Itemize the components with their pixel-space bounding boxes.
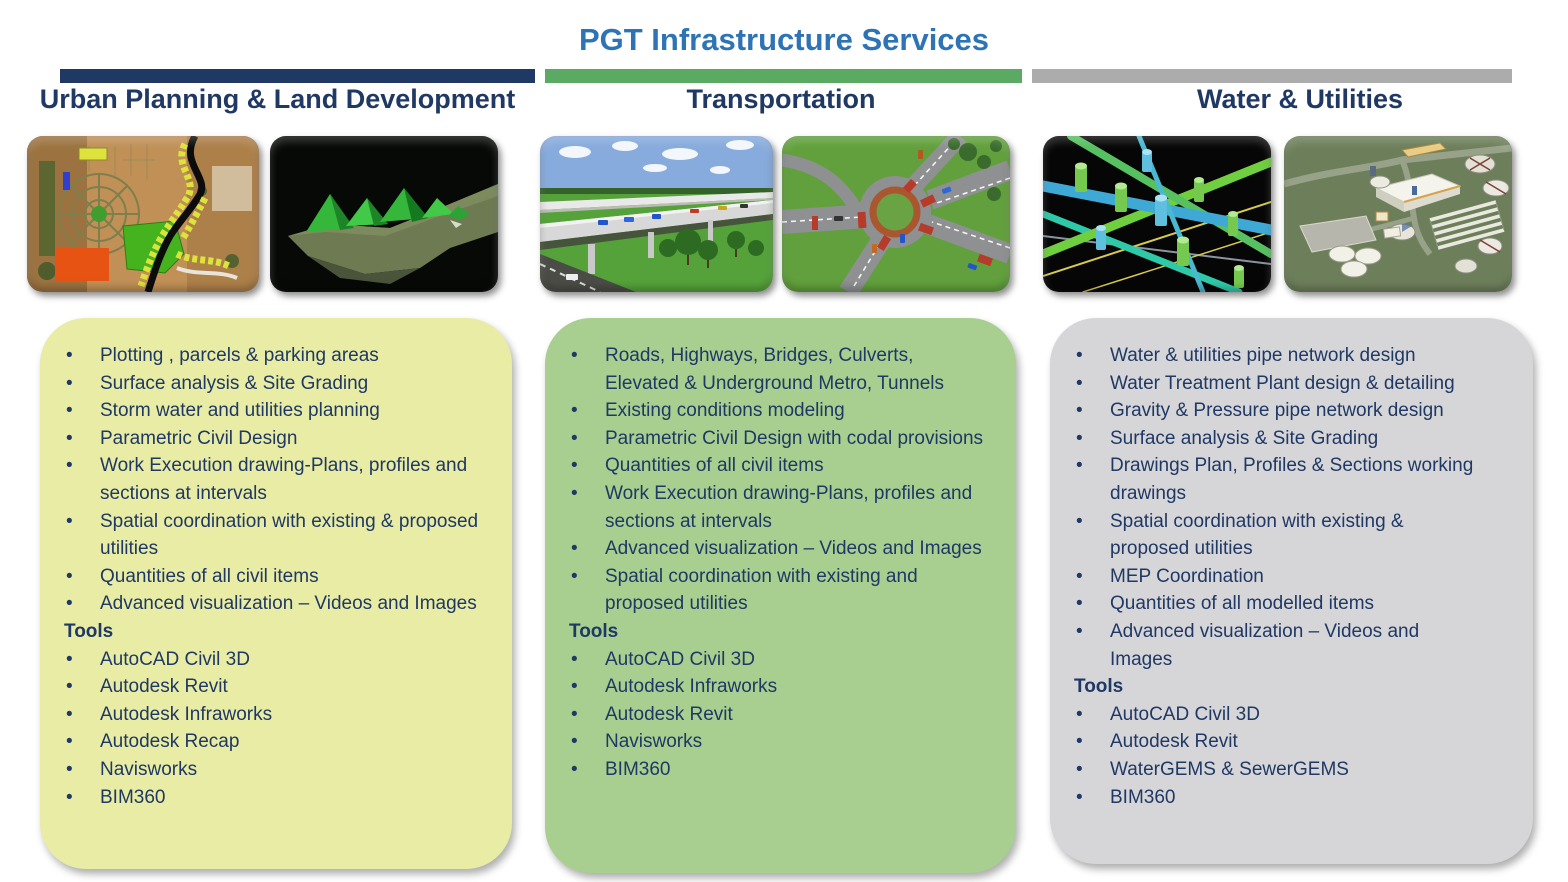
service-item: Water Treatment Plant design & detailing (1050, 370, 1474, 398)
service-item: Spatial coordination with existing & pro… (1050, 508, 1474, 563)
pipe-network-3d-image (1043, 136, 1271, 292)
service-item: Roads, Highways, Bridges, Culverts, Elev… (545, 342, 985, 397)
service-item: Quantities of all modelled items (1050, 590, 1474, 618)
transportation-tools-heading: Tools (569, 620, 619, 642)
urban-services-list: Plotting , parcels & parking areasSurfac… (40, 342, 480, 618)
roundabout-aerial-image (782, 136, 1010, 292)
tool-item: AutoCAD Civil 3D (40, 646, 480, 674)
terrain-model-3d-image (270, 136, 498, 292)
tool-item: Autodesk Revit (1050, 728, 1474, 756)
water-tools-list: AutoCAD Civil 3DAutodesk RevitWaterGEMS … (1050, 701, 1474, 811)
tool-item: Navisworks (40, 756, 480, 784)
transportation-accent-bar (545, 69, 1022, 83)
service-item: Spatial coordination with existing & pro… (40, 508, 480, 563)
service-item: Advanced visualization – Videos and Imag… (545, 535, 985, 563)
water-services-list: Water & utilities pipe network designWat… (1050, 342, 1474, 673)
tool-item: Autodesk Revit (40, 673, 480, 701)
tool-item: BIM360 (1050, 784, 1474, 812)
service-item: Storm water and utilities planning (40, 397, 480, 425)
tool-item: Autodesk Recap (40, 728, 480, 756)
transportation-services-card: Roads, Highways, Bridges, Culverts, Elev… (545, 318, 1016, 873)
service-item: Work Execution drawing-Plans, profiles a… (40, 452, 480, 507)
urban-services-card: Plotting , parcels & parking areasSurfac… (40, 318, 512, 869)
tool-item: Autodesk Infraworks (40, 701, 480, 729)
service-item: Drawings Plan, Profiles & Sections worki… (1050, 452, 1474, 507)
urban-accent-bar (60, 69, 535, 83)
water-services-card: Water & utilities pipe network designWat… (1050, 318, 1533, 864)
water-treatment-plant-image (1284, 136, 1512, 292)
service-item: Quantities of all civil items (545, 452, 985, 480)
tool-item: AutoCAD Civil 3D (545, 646, 985, 674)
transportation-column-header: Transportation (686, 84, 876, 114)
water-accent-bar (1032, 69, 1512, 83)
service-item: Work Execution drawing-Plans, profiles a… (545, 480, 985, 535)
transportation-services-list: Roads, Highways, Bridges, Culverts, Elev… (545, 342, 985, 618)
highway-interchange-image (540, 136, 773, 292)
transportation-tools-list: AutoCAD Civil 3DAutodesk InfraworksAutod… (545, 646, 985, 784)
service-item: Parametric Civil Design with codal provi… (545, 425, 985, 453)
service-item: Quantities of all civil items (40, 563, 480, 591)
service-item: MEP Coordination (1050, 563, 1474, 591)
service-item: Advanced visualization – Videos and Imag… (40, 590, 480, 618)
tool-item: AutoCAD Civil 3D (1050, 701, 1474, 729)
tool-item: Autodesk Infraworks (545, 673, 985, 701)
page-title: PGT Infrastructure Services (578, 22, 990, 57)
land-plan-aerial-image (27, 136, 259, 292)
service-item: Plotting , parcels & parking areas (40, 342, 480, 370)
tool-item: BIM360 (545, 756, 985, 784)
water-tools-heading: Tools (1074, 676, 1124, 698)
urban-tools-list: AutoCAD Civil 3DAutodesk RevitAutodesk I… (40, 646, 480, 812)
water-column-header: Water & Utilities (1196, 84, 1404, 114)
service-item: Spatial coordination with existing and p… (545, 563, 985, 618)
tool-item: WaterGEMS & SewerGEMS (1050, 756, 1474, 784)
service-item: Surface analysis & Site Grading (1050, 425, 1474, 453)
tool-item: Navisworks (545, 728, 985, 756)
service-item: Existing conditions modeling (545, 397, 985, 425)
service-item: Gravity & Pressure pipe network design (1050, 397, 1474, 425)
urban-tools-heading: Tools (64, 620, 114, 642)
service-item: Parametric Civil Design (40, 425, 480, 453)
service-item: Water & utilities pipe network design (1050, 342, 1474, 370)
service-item: Surface analysis & Site Grading (40, 370, 480, 398)
tool-item: Autodesk Revit (545, 701, 985, 729)
urban-column-header: Urban Planning & Land Development (39, 84, 516, 114)
service-item: Advanced visualization – Videos and Imag… (1050, 618, 1474, 673)
tool-item: BIM360 (40, 784, 480, 812)
